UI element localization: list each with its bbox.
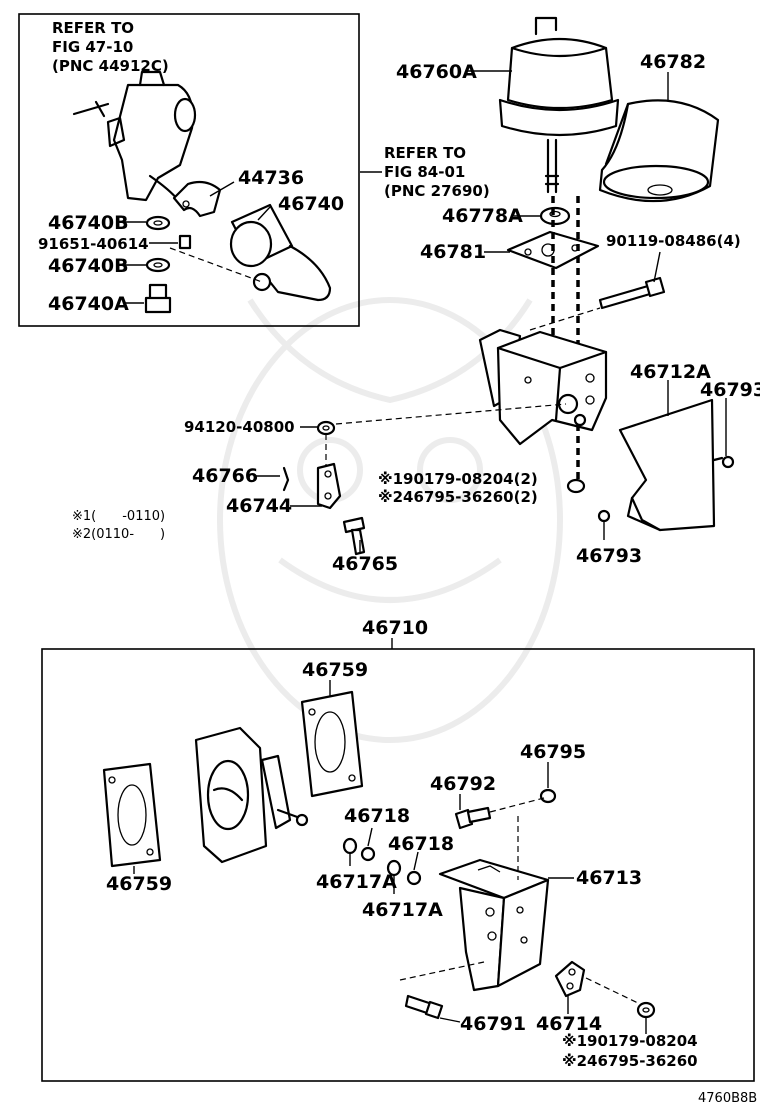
part-note: ※190179-08204 [562,1032,698,1050]
svg-text:REFER TO: REFER TO [384,144,466,162]
inset-frame [18,13,360,327]
part-label: 46717A [362,899,443,921]
part-label: 46765 [332,553,398,575]
footnote: ※1( -0110) [72,509,165,524]
part-label: 44736 [238,167,304,189]
part-label: 91651-40614 [38,235,149,253]
part-label: 46718 [344,805,410,827]
dashed-guide [489,797,545,813]
grommet-46778A [539,206,571,226]
part-label: 46740 [278,193,344,215]
gasket-46759-right [300,690,364,798]
refer-note-1: REFER TO FIG 47-10 (PNC 44912C) [52,19,169,75]
part-label: 46712A [630,361,711,383]
part-label: 46713 [576,867,642,889]
nut-94120 [316,420,336,436]
bracket-46713 [438,858,550,992]
part-note: ※246795-36260 [562,1052,698,1070]
bracket-44736 [172,180,222,218]
leader [257,206,271,221]
part-label: 46793 [576,545,642,567]
svg-text:FIG 84-01: FIG 84-01 [384,163,465,181]
part-label: 46781 [420,241,486,263]
leader [209,181,235,197]
leader [413,851,419,871]
inset-dashed-guide [169,247,263,283]
part-label: 90119-08486(4) [606,232,741,250]
part-note: ※246795-36260(2) [378,488,538,506]
clip-46766 [282,466,290,492]
screw-46793-b [597,509,611,523]
svg-text:REFER TO: REFER TO [52,19,134,37]
throttle-body-drawing [194,726,309,864]
washers-and-bolt [144,215,192,314]
nut-drawing [566,478,586,494]
dashed-guide [399,961,485,981]
part-label: 46795 [520,741,586,763]
lever-46714 [554,960,586,998]
part-label: 46717A [316,871,397,893]
assembly-label: 46710 [362,617,428,639]
main-bracket-drawing [478,328,608,446]
bolt-90119 [598,276,666,310]
footnote: ※2(0110- ) [72,527,165,542]
assembly-frame [41,648,755,1082]
svg-text:(PNC 44912C): (PNC 44912C) [52,57,169,75]
part-label: 46778A [442,205,523,227]
screw-46793-a [712,455,735,469]
cover-plate-46712A [618,398,716,532]
actuator-46760A [498,16,620,194]
svg-text:FIG 47-10: FIG 47-10 [52,38,133,56]
part-label: 46714 [536,1013,602,1035]
part-note: ※190179-08204(2) [378,470,538,488]
part-label: 46759 [302,659,368,681]
leader [653,251,661,283]
part-label: 46760A [396,61,477,83]
part-label: 46740B [48,255,129,277]
bolt-46792 [454,806,492,830]
washers-46718-46717A [342,837,422,886]
capacitor-46740 [229,203,332,302]
part-label: 46791 [460,1013,526,1035]
bolt-46791 [404,994,444,1020]
leader [367,827,373,847]
part-label: 46718 [388,833,454,855]
part-label: 46740B [48,212,129,234]
part-label: 46744 [226,495,292,517]
part-label: 46782 [640,51,706,73]
dashed-guide [529,307,601,331]
part-label: 46792 [430,773,496,795]
svg-text:(PNC 27690): (PNC 27690) [384,182,490,200]
part-label: 46740A [48,293,129,315]
nut-bottom-right [636,1001,656,1019]
refer-note-2: REFER TO FIG 84-01 (PNC 27690) [360,144,490,200]
nut-46795 [539,788,557,804]
pin-46765 [342,516,366,556]
cover-46782 [598,99,720,203]
part-label: 46759 [106,873,172,895]
part-label: 46766 [192,465,258,487]
part-label: 94120-40800 [184,418,295,436]
dashed-guide [585,977,641,1005]
solenoid-valve-drawing [72,70,197,202]
lever-46744 [316,462,342,510]
dashed-guide [335,403,567,425]
gasket-46759-left [102,762,162,868]
figure-code: 4760B8B [698,1091,757,1106]
part-label: 46793 [700,379,760,401]
leader [439,1017,461,1023]
